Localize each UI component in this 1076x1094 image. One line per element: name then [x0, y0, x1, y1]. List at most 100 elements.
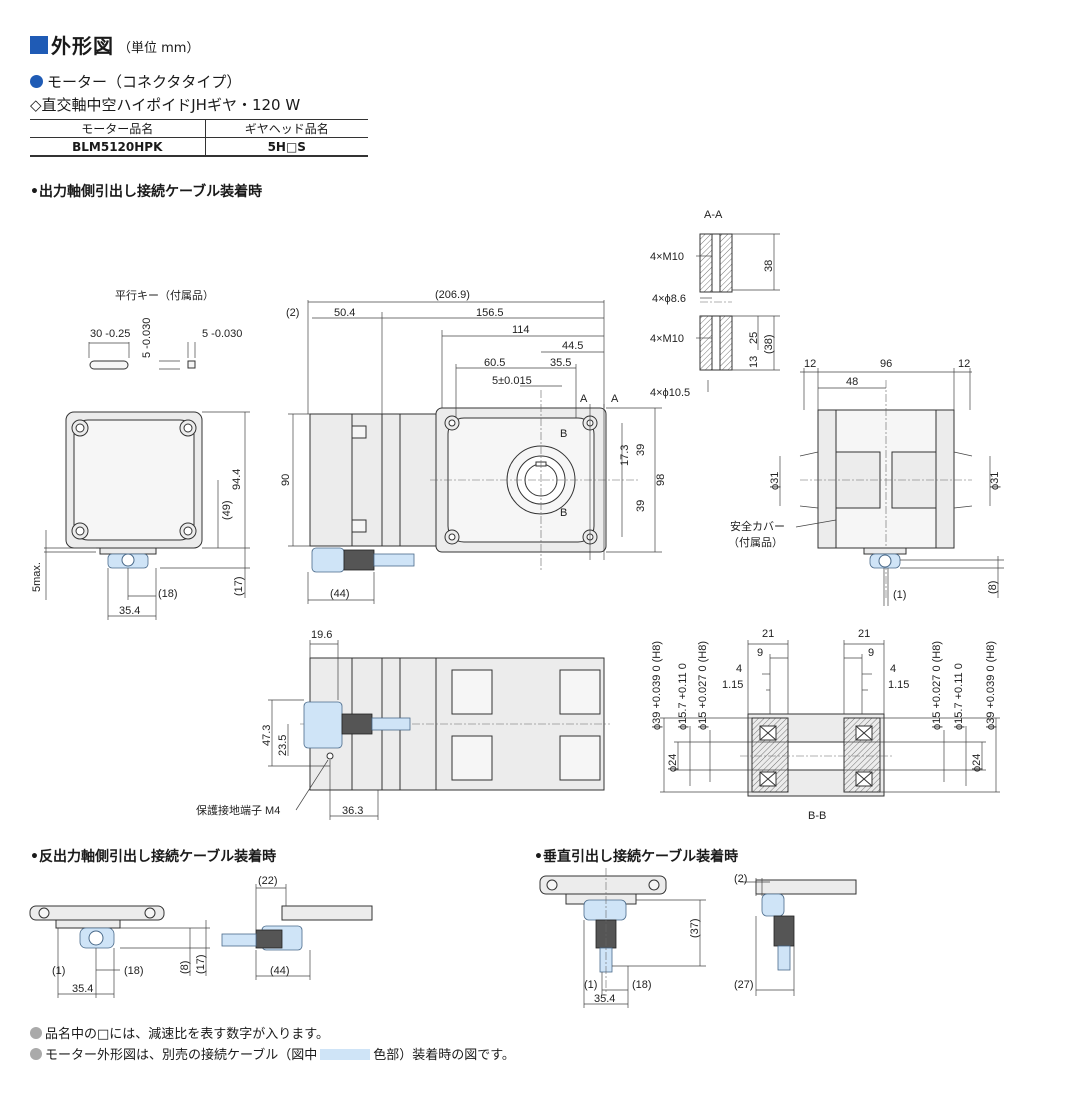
opp-dim-35-4: 35.4: [72, 983, 93, 995]
opp-dim-22: (22): [258, 875, 278, 887]
note-2-text-a: モーター外形図は、別売の接続ケーブル（図中: [45, 1048, 318, 1063]
aa-m10-bottom: 4×M10: [650, 333, 684, 345]
opp-dim-1: (1): [52, 965, 65, 977]
bb-dim-4-right: 4: [890, 663, 896, 675]
gear-type: ◇直交軸中空ハイポイドJHギヤ・120 W: [30, 96, 301, 114]
motor-type: モーター（コネクタタイプ）: [30, 71, 241, 92]
safety-cover-label: 安全カバー: [730, 519, 785, 533]
gear-end-view: 12 96 12 48 ϕ31 ϕ31 安全カバー （付属品） (1) (8): [728, 358, 1004, 606]
view-bb-label: B-B: [808, 810, 826, 822]
dim-44: (44): [330, 588, 350, 600]
note-bullet-icon: [30, 1027, 42, 1039]
table-header-row: モーター品名 ギヤヘッド品名: [30, 119, 368, 138]
bb-dim-phi15-7-right: ϕ15.7 +0.11 0: [953, 663, 965, 730]
section-mark-b1: B: [560, 428, 567, 440]
section-mark-a1: A: [580, 393, 588, 405]
key-dim-30: 30 -0.25: [90, 328, 130, 340]
opposite-side-side-view: (22) (44): [221, 875, 373, 980]
bb-dim-phi39-right: ϕ39 +0.039 0 (H8): [985, 641, 997, 730]
vertical-side-view: (2) (27): [734, 873, 857, 996]
dim-18: (18): [158, 588, 178, 600]
dim-206-9: (206.9): [435, 289, 470, 301]
bb-dim-9-left: 9: [757, 647, 763, 659]
side-view: (206.9) (2) 50.4 156.5 114 44.5 60.5 35.…: [280, 289, 667, 604]
bb-dim-9-right: 9: [868, 647, 874, 659]
end-dim-8: (8): [987, 581, 999, 594]
dim-17-3: 17.3: [619, 445, 631, 466]
opp-dim-17: (17): [195, 954, 207, 974]
view-aa-label: A-A: [704, 209, 723, 221]
dim-114: 114: [512, 324, 530, 336]
dim-98: 98: [655, 474, 667, 486]
section-aa-view: A-A 38 25 (38) 13 4×M10 4×ϕ8.6 4×M10 4×ϕ…: [650, 209, 780, 399]
spec-table: モーター品名 ギヤヘッド品名 BLM5120HPK 5H□S: [30, 119, 368, 157]
motor-type-text: モーター（コネクタタイプ）: [47, 73, 242, 91]
top-view: 19.6 47.3 23.5 36.3 保護接地端子 M4: [196, 629, 610, 820]
aa-dim-25: 25: [748, 332, 760, 344]
section-vertical: •垂直引出し接続ケーブル装着時: [534, 849, 739, 865]
bb-dim-1-15-left: 1.15: [722, 679, 743, 691]
dim-90: 90: [280, 474, 292, 486]
note-2: モーター外形図は、別売の接続ケーブル（図中 色部）装着時の図です。: [30, 1045, 515, 1066]
notes: 品名中の□には、減速比を表す数字が入ります。 モーター外形図は、別売の接続ケーブ…: [30, 1024, 515, 1066]
top-dim-47-3: 47.3: [261, 725, 273, 746]
aa-phi-10-5: 4×ϕ10.5: [650, 387, 690, 399]
end-dim-phi31-right: ϕ31: [989, 472, 1001, 490]
top-dim-23-5: 23.5: [277, 735, 289, 756]
note-1: 品名中の□には、減速比を表す数字が入ります。: [30, 1024, 515, 1045]
bb-dim-phi39-left: ϕ39 +0.039 0 (H8): [651, 641, 663, 730]
aa-m10-top: 4×M10: [650, 251, 684, 263]
dim-50-4: 50.4: [334, 307, 355, 319]
note-bullet-icon: [30, 1048, 42, 1060]
dim-35-5: 35.5: [550, 357, 571, 369]
cell-motor: BLM5120HPK: [30, 137, 206, 157]
dim-39-lower: 39: [635, 500, 647, 512]
top-dim-36-3: 36.3: [342, 805, 363, 817]
opposite-side-end-view: 35.4 (1) (18) (8) (17): [29, 905, 210, 998]
dim-156-5: 156.5: [476, 307, 504, 319]
key-dim-5v: 5 -0.030: [141, 318, 153, 358]
vert-dim-2: (2): [734, 873, 747, 885]
section-mark-a2: A: [611, 393, 619, 405]
aa-dim-38: 38: [763, 260, 775, 272]
section-output-side: •出力軸側引出し接続ケーブル装着時: [30, 184, 263, 200]
opp-dim-44: (44): [270, 965, 290, 977]
dim-39-upper: 39: [635, 444, 647, 456]
note-1-text: 品名中の□には、減速比を表す数字が入ります。: [45, 1027, 329, 1042]
opp-dim-18: (18): [124, 965, 144, 977]
bb-dim-4-left: 4: [736, 663, 742, 675]
dim-49: (49): [221, 500, 233, 520]
page-title: 外形図 （単位 mm）: [30, 30, 199, 59]
bb-dim-phi15-7-left: ϕ15.7 +0.11 0: [677, 663, 689, 730]
table-row: BLM5120HPK 5H□S: [30, 137, 368, 157]
end-dim-12-left: 12: [804, 358, 816, 370]
section-mark-b2: B: [560, 507, 567, 519]
dim-60-5: 60.5: [484, 357, 505, 369]
vertical-end-view: (37) 35.4 (1) (18): [539, 868, 706, 1008]
note-2-text-b: 色部）装着時の図です。: [373, 1048, 515, 1063]
vert-dim-27: (27): [734, 979, 754, 991]
aa-phi-8-6: 4×ϕ8.6: [652, 293, 686, 305]
ground-terminal-label: 保護接地端子 M4: [196, 803, 280, 817]
vert-dim-35-4: 35.4: [594, 993, 615, 1005]
cell-gear: 5H□S: [204, 137, 368, 157]
vert-dim-18: (18): [632, 979, 652, 991]
key-dim-5h: 5 -0.030: [202, 328, 242, 340]
bullet-icon: [30, 75, 43, 88]
vert-dim-37: (37): [689, 918, 701, 938]
bb-dim-phi15-left: ϕ15 +0.027 0 (H8): [697, 641, 709, 730]
end-dim-96: 96: [880, 358, 892, 370]
section-bb-view: B-B 21 9 4 1.15 21 9 4 1.15 ϕ39 +0.039 0…: [651, 628, 1000, 822]
end-dim-12-right: 12: [958, 358, 970, 370]
top-dim-19-6: 19.6: [311, 629, 332, 641]
vert-dim-1: (1): [584, 979, 597, 991]
aa-dim-38p: (38): [763, 334, 775, 354]
dim-94-4: 94.4: [231, 469, 243, 490]
dim-5-tol: 5±0.015: [492, 375, 532, 387]
end-dim-48: 48: [846, 376, 858, 388]
dim-2: (2): [286, 307, 299, 319]
end-dim-1: (1): [893, 589, 906, 601]
header-motor: モーター品名: [30, 119, 206, 138]
header-gear: ギヤヘッド品名: [204, 119, 368, 138]
bb-dim-phi24-right: ϕ24: [971, 754, 983, 772]
